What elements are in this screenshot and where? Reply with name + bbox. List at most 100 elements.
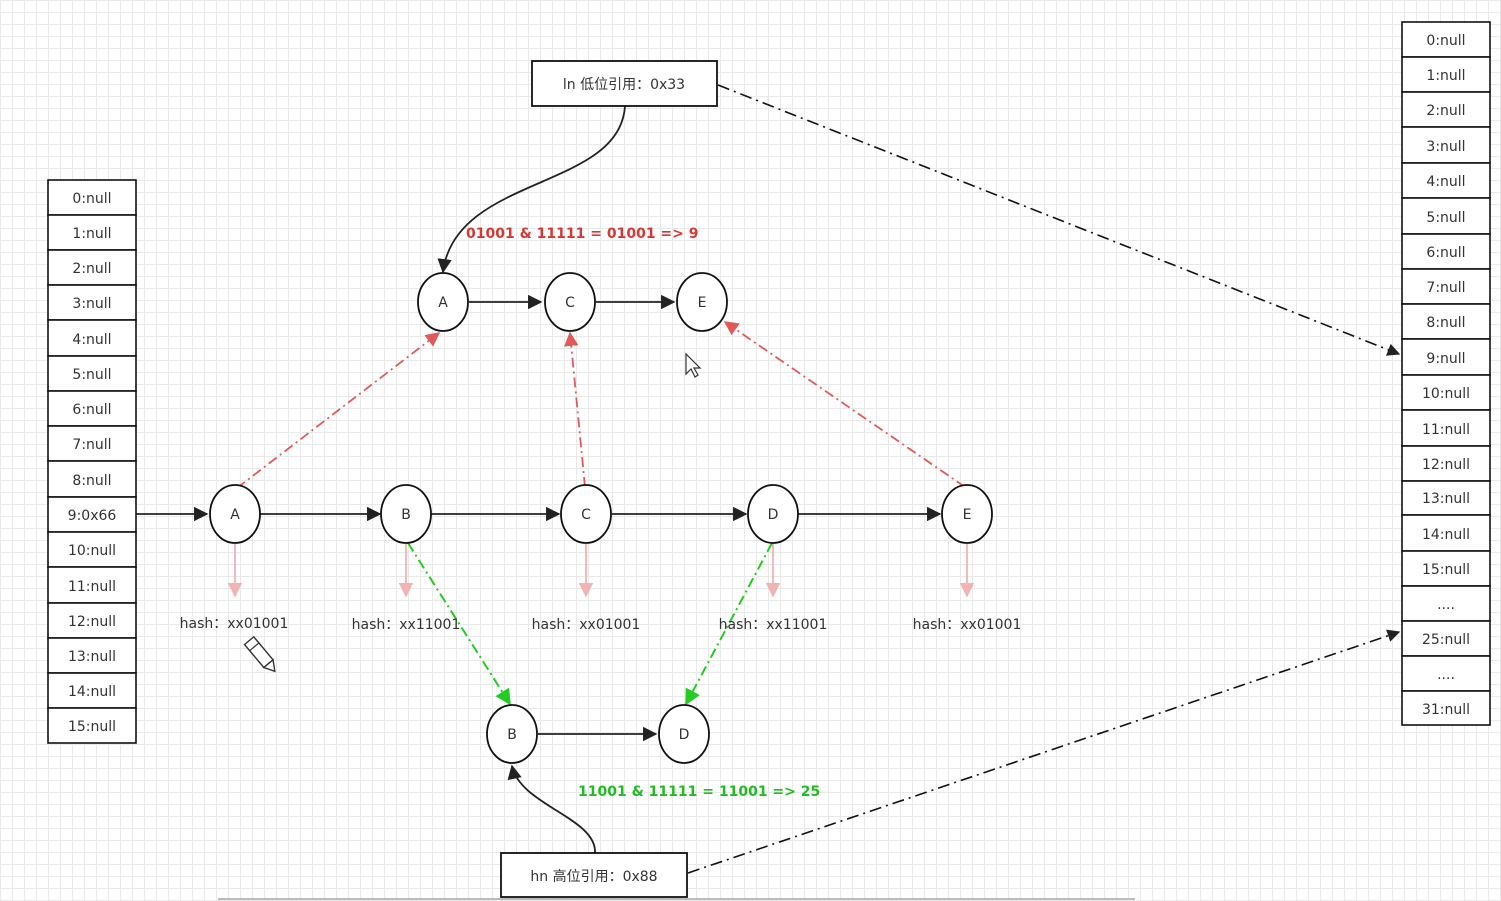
hash-label: hash：xx11001 xyxy=(719,617,828,633)
svg-text:8:null: 8:null xyxy=(1426,315,1465,331)
old-table-cell: 15:null xyxy=(47,707,137,744)
new-table-cell-slot-25: 25:null xyxy=(1401,620,1491,657)
new-table-cell: 8:null xyxy=(1401,303,1491,340)
new-table-cell: 6:null xyxy=(1401,233,1491,270)
hash-label: hash：xx11001 xyxy=(352,617,461,633)
svg-text:14:null: 14:null xyxy=(1422,527,1470,543)
old-table-cell: 1:null xyxy=(47,214,137,251)
old-table-cell-slot-9: 9:0x66 xyxy=(47,496,137,533)
split-a-to-low-a-arrow xyxy=(236,332,441,489)
old-table-cell: 6:null xyxy=(47,390,137,427)
hash-arrows xyxy=(227,544,975,598)
svg-text:4:null: 4:null xyxy=(1426,174,1465,190)
svg-text:6:null: 6:null xyxy=(1426,245,1465,261)
old-table-cell: 7:null xyxy=(47,425,137,462)
hash-label: hash：xx01001 xyxy=(532,617,641,633)
svg-text:0:null: 0:null xyxy=(72,191,111,207)
svg-text:D: D xyxy=(768,507,779,523)
hn-to-high-b-curve xyxy=(507,764,596,854)
svg-text:2:null: 2:null xyxy=(72,261,111,277)
svg-text:A: A xyxy=(230,507,240,523)
node-d: D xyxy=(747,484,799,544)
svg-text:6:null: 6:null xyxy=(72,402,111,418)
svg-text:10:null: 10:null xyxy=(68,543,116,559)
node-c: C xyxy=(560,484,612,544)
hn-ref-box: hn 高位引用：0x88 xyxy=(500,852,688,898)
high-formula: 11001 & 11111 = 11001 => 25 xyxy=(578,784,820,800)
new-table-cell: 13:null xyxy=(1401,480,1491,516)
old-table: 0:null 1:null 2:null 3:null 4:null 5:nul… xyxy=(47,179,137,744)
old-table-cell: 5:null xyxy=(47,355,137,392)
svg-text:A: A xyxy=(438,295,448,311)
new-table-cell: 11:null xyxy=(1401,409,1491,447)
svg-text:10:null: 10:null xyxy=(1422,386,1470,402)
svg-text:9:0x66: 9:0x66 xyxy=(68,508,117,524)
svg-text:15:null: 15:null xyxy=(1422,562,1470,578)
svg-text:3:null: 3:null xyxy=(72,296,111,312)
svg-text:9:null: 9:null xyxy=(1426,351,1465,367)
new-table-cell: 3:null xyxy=(1401,126,1491,164)
hn-to-new-slot-25-arrow xyxy=(687,629,1401,874)
new-table-cell: 12:null xyxy=(1401,445,1491,482)
hash-labels: hash：xx01001 hash：xx11001 hash：xx01001 h… xyxy=(180,616,1022,633)
split-e-to-low-e-arrow xyxy=(723,321,966,488)
new-table-cell: 0:null xyxy=(1401,21,1491,58)
new-table-cell: 1:null xyxy=(1401,56,1491,93)
new-table-cell: 7:null xyxy=(1401,268,1491,305)
svg-text:2:null: 2:null xyxy=(1426,103,1465,119)
old-table-cell: 4:null xyxy=(47,319,137,357)
svg-text:4:null: 4:null xyxy=(72,332,111,348)
high-node-b: B xyxy=(486,704,538,764)
svg-text:D: D xyxy=(679,727,690,743)
svg-text:B: B xyxy=(401,507,411,523)
svg-text:C: C xyxy=(565,295,575,311)
old-table-cell: 13:null xyxy=(47,637,137,674)
svg-text:5:null: 5:null xyxy=(1426,210,1465,226)
svg-text:11:null: 11:null xyxy=(1422,422,1470,438)
old-table-cell: 3:null xyxy=(47,284,137,321)
new-table-cell: 2:null xyxy=(1401,91,1491,128)
old-table-cell: 8:null xyxy=(47,460,137,498)
low-node-c: C xyxy=(544,272,596,332)
high-node-d: D xyxy=(658,704,710,764)
svg-text:ln 低位引用：0x33: ln 低位引用：0x33 xyxy=(563,77,685,93)
low-formula: 01001 & 11111 = 01001 => 9 xyxy=(466,226,699,242)
low-node-a: A xyxy=(417,272,469,332)
ln-to-low-a-curve xyxy=(437,105,626,274)
new-table-cell: 5:null xyxy=(1401,197,1491,235)
hash-label: hash：xx01001 xyxy=(913,617,1022,633)
split-b-to-high-b-arrow xyxy=(407,542,511,706)
svg-text:E: E xyxy=(698,295,707,311)
new-table-cell: 31:null xyxy=(1401,690,1491,726)
svg-text:31:null: 31:null xyxy=(1422,702,1470,718)
low-node-e: E xyxy=(676,272,728,332)
svg-text:12:null: 12:null xyxy=(1422,457,1470,473)
svg-text:25:null: 25:null xyxy=(1422,632,1470,648)
svg-text:B: B xyxy=(507,727,517,743)
hash-label: hash：xx01001 xyxy=(180,616,289,632)
svg-text:C: C xyxy=(581,507,591,523)
low-split-arrows xyxy=(236,321,966,489)
new-table-cell: 4:null xyxy=(1401,162,1491,199)
ln-ref-box: ln 低位引用：0x33 xyxy=(531,60,718,107)
new-table-cell: 14:null xyxy=(1401,514,1491,552)
svg-text:....: .... xyxy=(1437,667,1455,683)
new-table-cell: 15:null xyxy=(1401,550,1491,587)
split-c-to-low-c-arrow xyxy=(564,331,586,488)
svg-text:7:null: 7:null xyxy=(1426,280,1465,296)
svg-text:1:null: 1:null xyxy=(1426,68,1465,84)
old-table-cell: 11:null xyxy=(47,566,137,604)
new-table-cell-ellipsis: .... xyxy=(1401,655,1491,692)
node-e: E xyxy=(941,484,993,544)
svg-text:3:null: 3:null xyxy=(1426,139,1465,155)
svg-text:13:null: 13:null xyxy=(68,649,116,665)
svg-text:....: .... xyxy=(1437,597,1455,613)
new-table-cell-ellipsis: .... xyxy=(1401,585,1491,622)
svg-text:14:null: 14:null xyxy=(68,684,116,700)
old-table-cell: 0:null xyxy=(47,179,137,216)
low-chain: A C E xyxy=(417,272,728,332)
svg-text:E: E xyxy=(963,507,972,523)
svg-text:8:null: 8:null xyxy=(72,473,111,489)
pen-cursor-icon xyxy=(243,635,276,673)
